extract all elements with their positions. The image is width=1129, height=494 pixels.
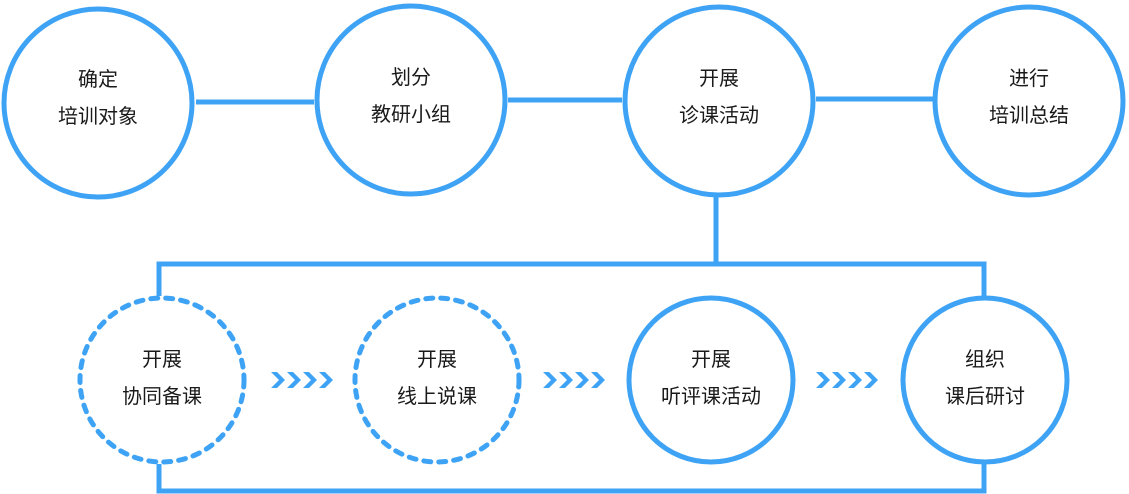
sub-line1: 组织: [965, 347, 1005, 371]
sub-line2: 课后研讨: [945, 384, 1025, 408]
step-line1: 确定: [78, 67, 118, 91]
step-circle: [314, 3, 508, 197]
bracket-bottom: [156, 464, 987, 494]
step-circle: [932, 4, 1126, 198]
chevrons-3-4-icon: [816, 372, 878, 388]
step-line1: 开展: [699, 66, 739, 90]
step-line2: 培训对象: [58, 104, 138, 128]
sub-line1: 开展: [417, 347, 457, 371]
bottom-bracket: [156, 261, 987, 494]
sub-circle-dashed: [352, 295, 522, 465]
sub-circle-dashed: [77, 295, 247, 465]
step-diagnosis-activity: 开展 诊课活动: [622, 4, 816, 198]
sub-circle: [626, 295, 796, 465]
bracket-top: [156, 261, 987, 296]
step-training-summary: 进行 培训总结: [932, 4, 1126, 198]
step-circle: [1, 6, 195, 200]
step-line1: 进行: [1009, 66, 1049, 90]
step-divide-groups: 划分 教研小组: [314, 3, 508, 197]
chevron-arrows: [271, 372, 878, 388]
sub-line2: 协同备课: [122, 384, 202, 408]
sub-circle: [900, 295, 1070, 465]
step-line1: 划分: [391, 65, 431, 89]
step-determine-trainees: 确定 培训对象: [1, 6, 195, 200]
sub-post-lesson-discussion: 组织 课后研讨: [900, 295, 1070, 465]
sub-collaborative-prep: 开展 协同备课: [77, 295, 247, 465]
chevrons-2-3-icon: [543, 372, 605, 388]
sub-line2: 线上说课: [397, 384, 477, 408]
chevrons-1-2-icon: [271, 372, 333, 388]
top-row: 确定 培训对象 划分 教研小组 开展 诊课活动 进行 培训总结: [1, 3, 1126, 200]
sub-line2: 听评课活动: [661, 384, 761, 408]
sub-line1: 开展: [691, 347, 731, 371]
step-line2: 教研小组: [371, 102, 451, 126]
step-line2: 培训总结: [989, 103, 1069, 127]
sub-line1: 开展: [142, 347, 182, 371]
sub-online-lesson-talk: 开展 线上说课: [352, 295, 522, 465]
sub-observation-activity: 开展 听评课活动: [626, 295, 796, 465]
top-connectors: [196, 96, 933, 264]
step-circle: [622, 4, 816, 198]
step-line2: 诊课活动: [679, 103, 759, 127]
bottom-row: 开展 协同备课 开展 线上说课 开展 听评课活动 组织 课后研讨: [77, 295, 1070, 465]
